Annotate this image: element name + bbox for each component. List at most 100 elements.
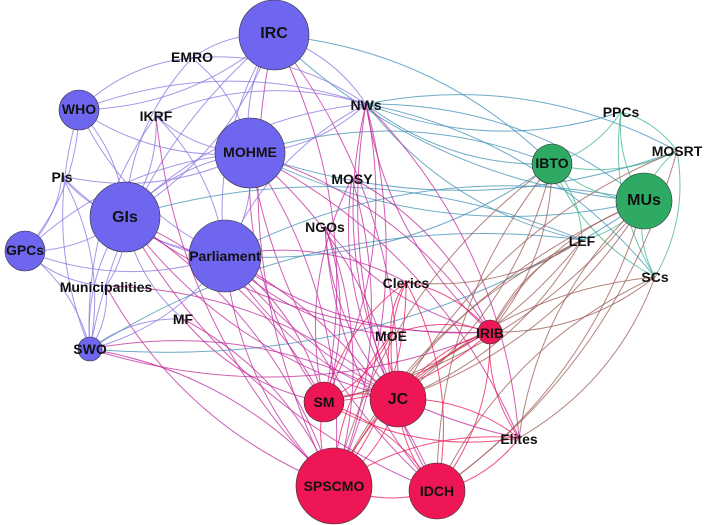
edge-scs-elites: [518, 276, 656, 439]
node-label-irib: IRIB: [476, 325, 504, 341]
edge-nws-jc: [352, 103, 399, 400]
node-label-jc: JC: [388, 391, 409, 408]
node-label-ppcs: PPCs: [603, 104, 640, 120]
node-label-mus: MUs: [627, 192, 661, 209]
edge-mohme-mosrt: [249, 150, 678, 191]
edge-parliament-idch: [224, 255, 438, 492]
edge-ibto-spscmo: [333, 163, 553, 487]
edge-mus-jc: [397, 200, 645, 400]
edge-swo-mus: [89, 200, 645, 353]
edge-nws-lef: [365, 103, 583, 241]
node-label-lef: LEF: [569, 233, 596, 249]
edge-ibto-idch: [436, 163, 553, 492]
edge-mohme-sm: [248, 152, 325, 403]
edge-gis-lef: [124, 186, 583, 241]
edge-nws-ppcs: [365, 103, 622, 132]
edge-ibto-irib: [489, 163, 553, 333]
edge-mohme-spscmo: [249, 152, 338, 487]
edge-pis-swo: [61, 175, 96, 350]
node-mus: [615, 172, 673, 230]
node-label-ikrf: IKRF: [140, 108, 173, 124]
edge-mosy-sm: [314, 177, 353, 403]
edge-nws-scs: [365, 103, 656, 278]
node-label-nws: NWs: [350, 97, 381, 113]
edge-nws-sm: [323, 103, 377, 403]
node-label-idch: IDCH: [420, 483, 454, 499]
edge-lef-clerics: [405, 239, 583, 285]
edge-municipalities-spscmo: [105, 285, 335, 487]
node-label-municipalities: Municipalities: [60, 279, 153, 295]
node-label-gpcs: GPCs: [6, 242, 44, 258]
edge-parliament-irib: [224, 255, 491, 334]
node-label-ngos: NGOs: [305, 219, 345, 235]
node-label-mf: MF: [173, 311, 194, 327]
node-label-mohme: MOHME: [223, 144, 277, 160]
edge-scs-idch: [436, 276, 656, 492]
edge-ikrf-nws: [155, 90, 367, 117]
node-jc: [369, 370, 427, 428]
edge-nws-elites: [365, 103, 520, 439]
node-sm: [303, 381, 345, 423]
edge-irc-jc: [273, 34, 399, 400]
edge-swo-lef: [89, 233, 583, 350]
edge-mf-sm: [182, 318, 325, 403]
edge-swo-jc: [89, 340, 399, 400]
edge-nws-mus: [365, 103, 645, 202]
edge-gis-sm: [124, 216, 325, 403]
edge-who-swo: [62, 109, 91, 350]
edge-irc-mus: [273, 34, 645, 202]
edge-mohme-ibto: [249, 130, 553, 165]
edge-sm-elites: [323, 401, 520, 443]
node-label-sm: SM: [314, 394, 335, 410]
edge-scs-irib: [489, 276, 656, 333]
edge-lef-jc: [397, 239, 583, 400]
edge-nws-idch: [357, 103, 438, 492]
node-label-spscmo: SPSCMO: [304, 478, 365, 494]
node-label-moe: MOE: [375, 328, 407, 344]
node-label-ibto: IBTO: [535, 155, 568, 171]
edge-irc-swo: [89, 34, 275, 350]
edge-ngos-idch: [324, 225, 438, 492]
edge-nws-mosrt: [365, 94, 678, 152]
node-irib: [477, 319, 503, 345]
edge-lef-spscmo: [333, 239, 583, 487]
node-ibto: [531, 143, 573, 185]
edge-mosy-jc: [348, 177, 399, 400]
edge-ikrf-spscmo: [155, 115, 335, 487]
edge-parliament-elites: [224, 255, 520, 439]
edge-irc-ibto: [273, 34, 553, 165]
edge-mus-sm: [323, 200, 645, 403]
node-label-mosrt: MOSRT: [652, 143, 703, 159]
edge-gis-idch: [124, 216, 438, 492]
edge-ngos-irib: [324, 225, 491, 333]
edge-gis-irib: [124, 216, 491, 333]
node-label-irc: IRC: [260, 25, 288, 42]
node-label-swo: SWO: [73, 341, 107, 357]
edge-mus-idch: [436, 200, 645, 492]
edge-irc-spscmo: [257, 34, 335, 487]
node-label-elites: Elites: [500, 431, 538, 447]
node-label-mosy: MOSY: [331, 171, 373, 187]
edge-mohme-mus: [249, 152, 645, 218]
node-parliament: [188, 219, 262, 293]
edge-ibto-jc: [397, 163, 553, 400]
node-spscmo: [295, 447, 373, 525]
node-layer: [4, 0, 673, 525]
node-label-gis: GIs: [112, 209, 138, 226]
edge-parliament-mus: [224, 185, 645, 257]
edge-parliament-ibto: [224, 163, 553, 258]
edge-lef-sm: [323, 239, 583, 403]
edge-mosy-spscmo: [333, 177, 372, 487]
node-label-scs: SCs: [641, 269, 668, 285]
node-label-clerics: Clerics: [383, 275, 430, 291]
node-mohme: [214, 117, 286, 189]
edge-gis-jc: [124, 216, 399, 400]
edge-nws-ibto: [365, 103, 553, 165]
edge-clerics-moe: [390, 281, 407, 336]
edge-scs-jc: [397, 276, 656, 400]
node-label-emro: EMRO: [171, 49, 213, 65]
node-idch: [408, 462, 466, 520]
node-label-pis: PIs: [51, 169, 72, 185]
